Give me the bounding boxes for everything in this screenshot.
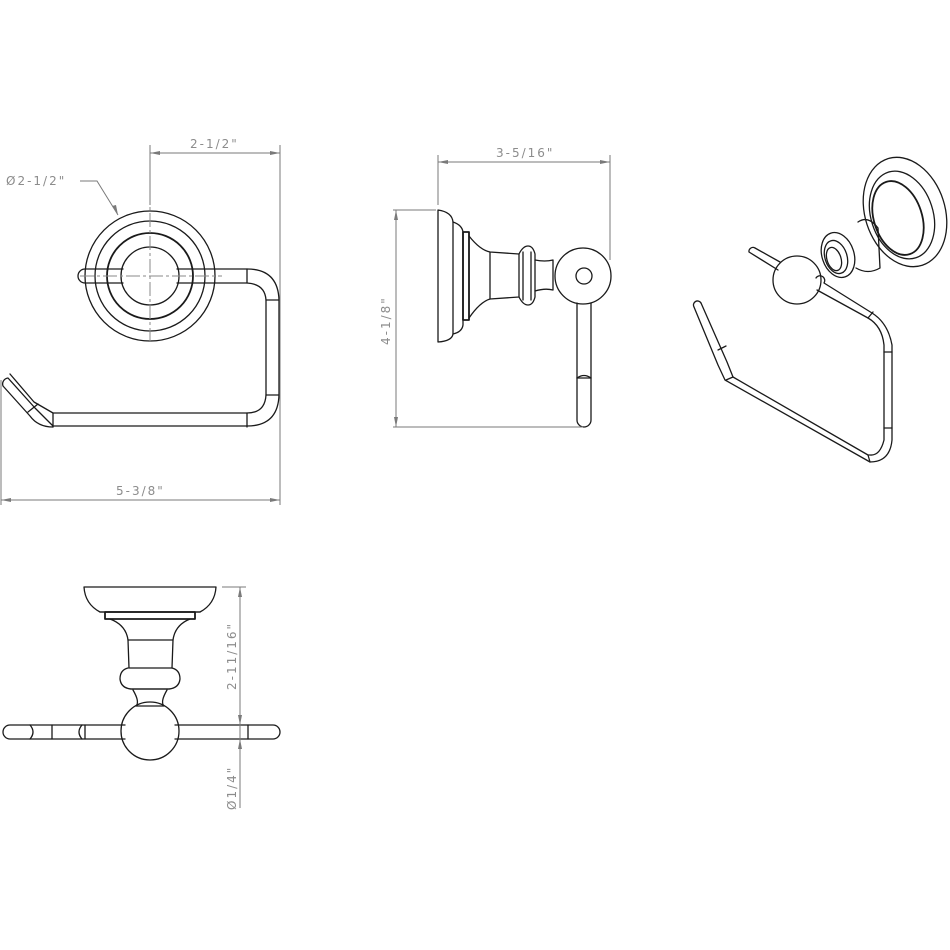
- top-view: [2, 586, 281, 761]
- dim-backplate-diameter: Ø2-1/2": [6, 174, 66, 188]
- dim-overall-width: 5-3/8": [116, 484, 165, 498]
- dim-wall-to-bar: 2-11/16": [225, 622, 239, 690]
- dim-center-to-end: 2-1/2": [190, 137, 239, 151]
- front-dimensions: 2-1/2" Ø2-1/2" 5-3/8": [0, 137, 281, 505]
- dim-overall-height: 4-1/8": [379, 296, 393, 345]
- front-view: [2, 190, 280, 428]
- side-view: [437, 209, 612, 428]
- dim-bar-diameter: Ø1/4": [225, 766, 239, 810]
- dim-projection: 3-5/16": [496, 146, 554, 160]
- isometric-view: [692, 156, 948, 463]
- top-dimensions: 2-11/16" Ø1/4": [222, 586, 246, 810]
- side-dimensions: 3-5/16" 4-1/8": [379, 146, 611, 428]
